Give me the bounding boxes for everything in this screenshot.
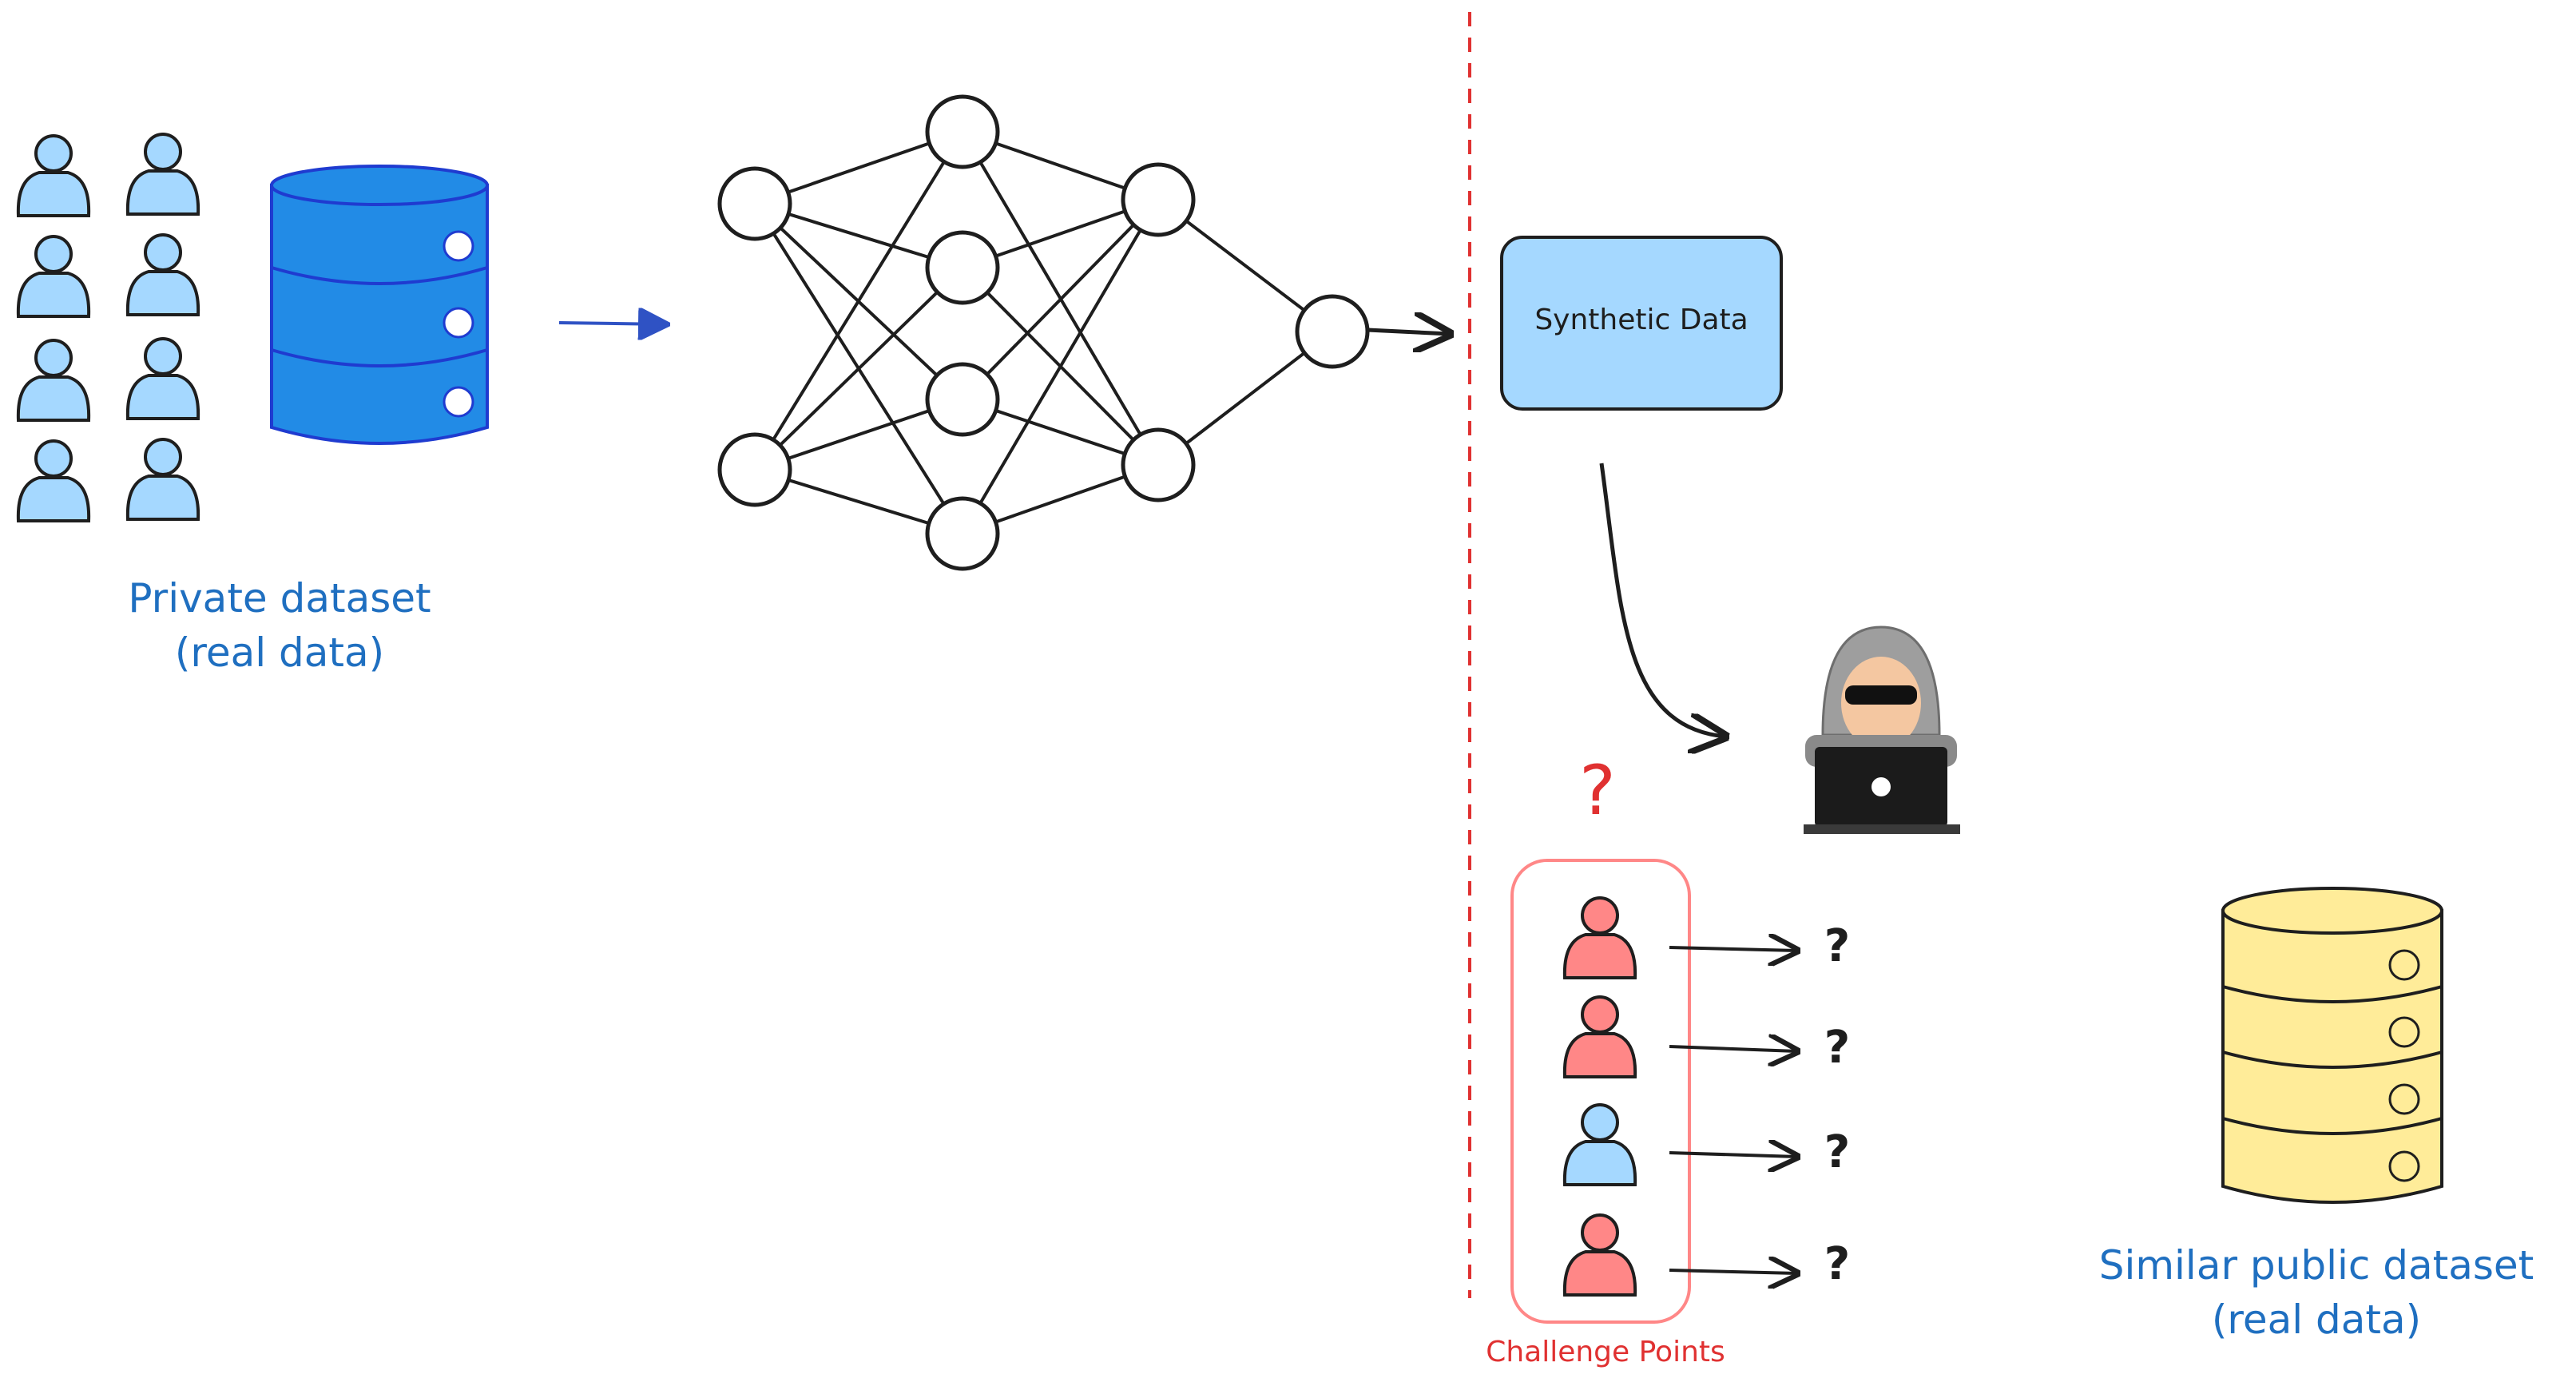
person-icon [16, 439, 91, 522]
membership-question-2: ? [1824, 1022, 1851, 1074]
person-icon [125, 438, 200, 521]
challenge-points-box [1510, 859, 1691, 1324]
private-dataset-line1: Private dataset [128, 575, 431, 622]
public-database-icon [2221, 887, 2443, 1204]
membership-question-1: ? [1824, 920, 1851, 972]
private-dataset-line2: (real data) [174, 629, 385, 676]
arrow-icon [1669, 1153, 1797, 1157]
input-arrow-icon [558, 323, 667, 324]
arrow-icon [1669, 1270, 1797, 1273]
person-icon [1562, 1213, 1637, 1297]
person-icon [1562, 1103, 1637, 1186]
hacker-icon [1804, 625, 1960, 834]
synthetic-data-label: Synthetic Data [1534, 304, 1748, 336]
private-database-icon [270, 165, 489, 445]
synthetic-data-box [1500, 236, 1783, 411]
membership-question-4: ? [1824, 1238, 1851, 1290]
arrow-icon [1669, 947, 1797, 951]
person-icon [125, 133, 200, 216]
challenge-people-group [1562, 896, 1637, 1297]
synthetic-to-attacker-arrow-icon [1599, 463, 1725, 737]
network-edges [753, 130, 1334, 535]
person-icon [1562, 995, 1637, 1078]
output-arrow-icon [1367, 330, 1450, 334]
person-icon [16, 134, 91, 217]
person-icon [1562, 896, 1637, 979]
neural-network-icon [717, 94, 1370, 571]
person-icon [125, 233, 200, 316]
public-dataset-label: Similar public dataset (real data) [2069, 1238, 2564, 1347]
private-people-group [16, 133, 200, 522]
query-arrows [1669, 947, 1797, 1273]
person-icon [16, 235, 91, 318]
network-nodes [717, 94, 1370, 571]
challenge-question-mark: ? [1579, 751, 1616, 831]
private-dataset-label: Private dataset (real data) [72, 571, 487, 680]
person-icon [16, 339, 91, 422]
laptop-icon [1804, 747, 1960, 834]
challenge-points-label: Challenge Points [1486, 1336, 1725, 1368]
arrow-icon [1669, 1046, 1797, 1051]
membership-question-3: ? [1824, 1126, 1851, 1178]
public-dataset-line2: (real data) [2211, 1297, 2422, 1343]
person-icon [125, 337, 200, 420]
public-dataset-line1: Similar public dataset [2098, 1242, 2534, 1289]
